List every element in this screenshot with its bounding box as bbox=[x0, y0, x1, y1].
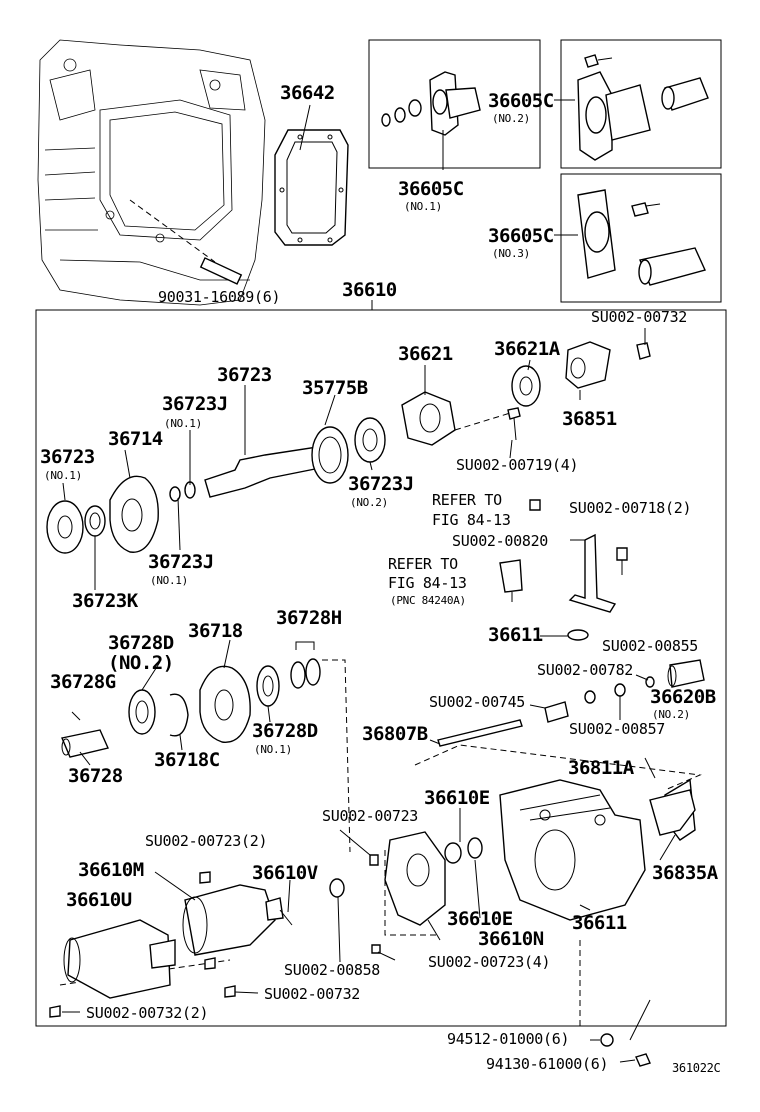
label-su002-00719: SU002-00719(4) bbox=[456, 456, 579, 474]
label-36611-case: 36611 bbox=[572, 912, 627, 934]
dashed-guide-1 bbox=[322, 659, 351, 853]
label-36610n: 36610N bbox=[478, 928, 544, 950]
label-36728d-bot: 36728D bbox=[252, 720, 318, 742]
label-36642: 36642 bbox=[280, 82, 335, 104]
dashed-guide-3 bbox=[384, 850, 440, 936]
label-36620b: 36620B bbox=[650, 686, 716, 708]
label-su002-00745: SU002-00745 bbox=[429, 693, 526, 711]
dashed-guide-2 bbox=[414, 744, 702, 791]
figure-code: 361022C bbox=[672, 1061, 721, 1075]
label-su002-00820: SU002-00820 bbox=[452, 532, 549, 550]
gasket-36642-shape bbox=[274, 129, 349, 246]
label-94130-61000: 94130-61000(6) bbox=[486, 1055, 609, 1073]
label-36621: 36621 bbox=[398, 343, 453, 365]
label-36610: 36610 bbox=[342, 279, 397, 301]
label-su002-00718: SU002-00718(2) bbox=[569, 499, 692, 517]
label-36605c-no1-note: (NO.1) bbox=[404, 200, 442, 213]
label-36728d-bot-note: (NO.1) bbox=[254, 743, 292, 756]
label-36610e-bot: 36610E bbox=[447, 908, 513, 930]
assembly-frame-36610 bbox=[35, 309, 727, 1027]
label-36611-washer: 36611 bbox=[488, 624, 543, 646]
label-36728h: 36728H bbox=[276, 607, 342, 629]
label-36851: 36851 bbox=[562, 408, 617, 430]
fork-36835a-shape bbox=[649, 789, 696, 836]
label-su002-00732-bot: SU002-00732(2) bbox=[86, 1004, 209, 1022]
label-su002-00723-b: SU002-00723(2) bbox=[145, 832, 268, 850]
transmission-case-illustration bbox=[37, 39, 266, 306]
motor-assembly-shape bbox=[49, 871, 345, 1018]
nut-94130-shape bbox=[635, 1053, 651, 1067]
adapter-36605c-no3-shape bbox=[577, 189, 706, 286]
adapter-36605c-no1-shape bbox=[381, 71, 481, 136]
label-36605c-no1: 36605C bbox=[398, 178, 464, 200]
label-36728d-top-note: (NO.2) bbox=[108, 652, 174, 674]
label-refer2-line2: FIG 84-13 bbox=[388, 574, 467, 592]
label-36605c-no2: 36605C bbox=[488, 90, 554, 112]
box-36605c-no3 bbox=[560, 173, 722, 303]
label-su002-00732-top: SU002-00732 bbox=[591, 308, 688, 326]
label-su002-00782: SU002-00782 bbox=[537, 661, 634, 679]
label-36605c-no3-note: (NO.3) bbox=[492, 247, 530, 260]
label-36718: 36718 bbox=[188, 620, 243, 642]
label-su002-00855: SU002-00855 bbox=[602, 637, 699, 655]
label-94512-01000: 94512-01000(6) bbox=[447, 1030, 570, 1048]
label-36723k: 36723K bbox=[72, 590, 138, 612]
label-refer1-line1: REFER TO bbox=[432, 491, 502, 509]
box-36605c-no2 bbox=[560, 39, 722, 169]
label-36610v: 36610V bbox=[252, 862, 318, 884]
box-36605c-no1 bbox=[368, 39, 541, 169]
gear-36718-row bbox=[61, 641, 321, 758]
label-36723j-top-note: (NO.1) bbox=[164, 417, 202, 430]
label-36723-left-note: (NO.1) bbox=[44, 469, 82, 482]
label-36605c-no3: 36605C bbox=[488, 225, 554, 247]
label-36620b-note: (NO.2) bbox=[652, 708, 690, 721]
label-36728: 36728 bbox=[68, 765, 123, 787]
label-36723j-top: 36723J bbox=[162, 393, 228, 415]
label-su002-00858: SU002-00858 bbox=[284, 961, 381, 979]
label-36621a: 36621A bbox=[494, 338, 560, 360]
label-90031-16089: 90031-16089(6) bbox=[158, 288, 281, 306]
label-36835a: 36835A bbox=[652, 862, 718, 884]
label-36610e-top: 36610E bbox=[424, 787, 490, 809]
adapter-36605c-no2-shape bbox=[577, 54, 709, 161]
label-36723-shaft: 36723 bbox=[217, 364, 272, 386]
label-refer2-line1: REFER TO bbox=[388, 555, 458, 573]
label-36718c: 36718C bbox=[154, 749, 220, 771]
label-refer1-line2: FIG 84-13 bbox=[432, 511, 511, 529]
label-36610u: 36610U bbox=[66, 889, 132, 911]
leader-lines bbox=[62, 99, 676, 1041]
label-36728g: 36728G bbox=[50, 671, 116, 693]
label-36714: 36714 bbox=[108, 428, 163, 450]
label-su002-00723-a: SU002-00723 bbox=[322, 807, 419, 825]
label-36723j-bot: 36723J bbox=[148, 551, 214, 573]
label-36723j-mid-note: (NO.2) bbox=[350, 496, 388, 509]
label-refer2-line3: (PNC 84240A) bbox=[390, 594, 466, 607]
label-36811a: 36811A bbox=[568, 757, 634, 779]
cover-36610n-shape bbox=[369, 831, 483, 954]
label-35775b: 35775B bbox=[302, 377, 368, 399]
label-su002-00732-mid: SU002-00732 bbox=[264, 985, 361, 1003]
label-36728d-top: 36728D bbox=[108, 632, 174, 654]
label-su002-00857: SU002-00857 bbox=[569, 720, 666, 738]
label-36610m: 36610M bbox=[78, 859, 144, 881]
shaft-and-gears-row bbox=[46, 341, 651, 554]
label-36723j-mid: 36723J bbox=[348, 473, 414, 495]
label-36605c-no2-note: (NO.2) bbox=[492, 112, 530, 125]
label-36723j-bot-note: (NO.1) bbox=[150, 574, 188, 587]
label-su002-00723-4: SU002-00723(4) bbox=[428, 953, 551, 971]
bracket-shape bbox=[499, 499, 628, 613]
label-36723-left: 36723 bbox=[40, 446, 95, 468]
washer-94512-shape bbox=[600, 1033, 614, 1047]
label-36807b: 36807B bbox=[362, 723, 428, 745]
